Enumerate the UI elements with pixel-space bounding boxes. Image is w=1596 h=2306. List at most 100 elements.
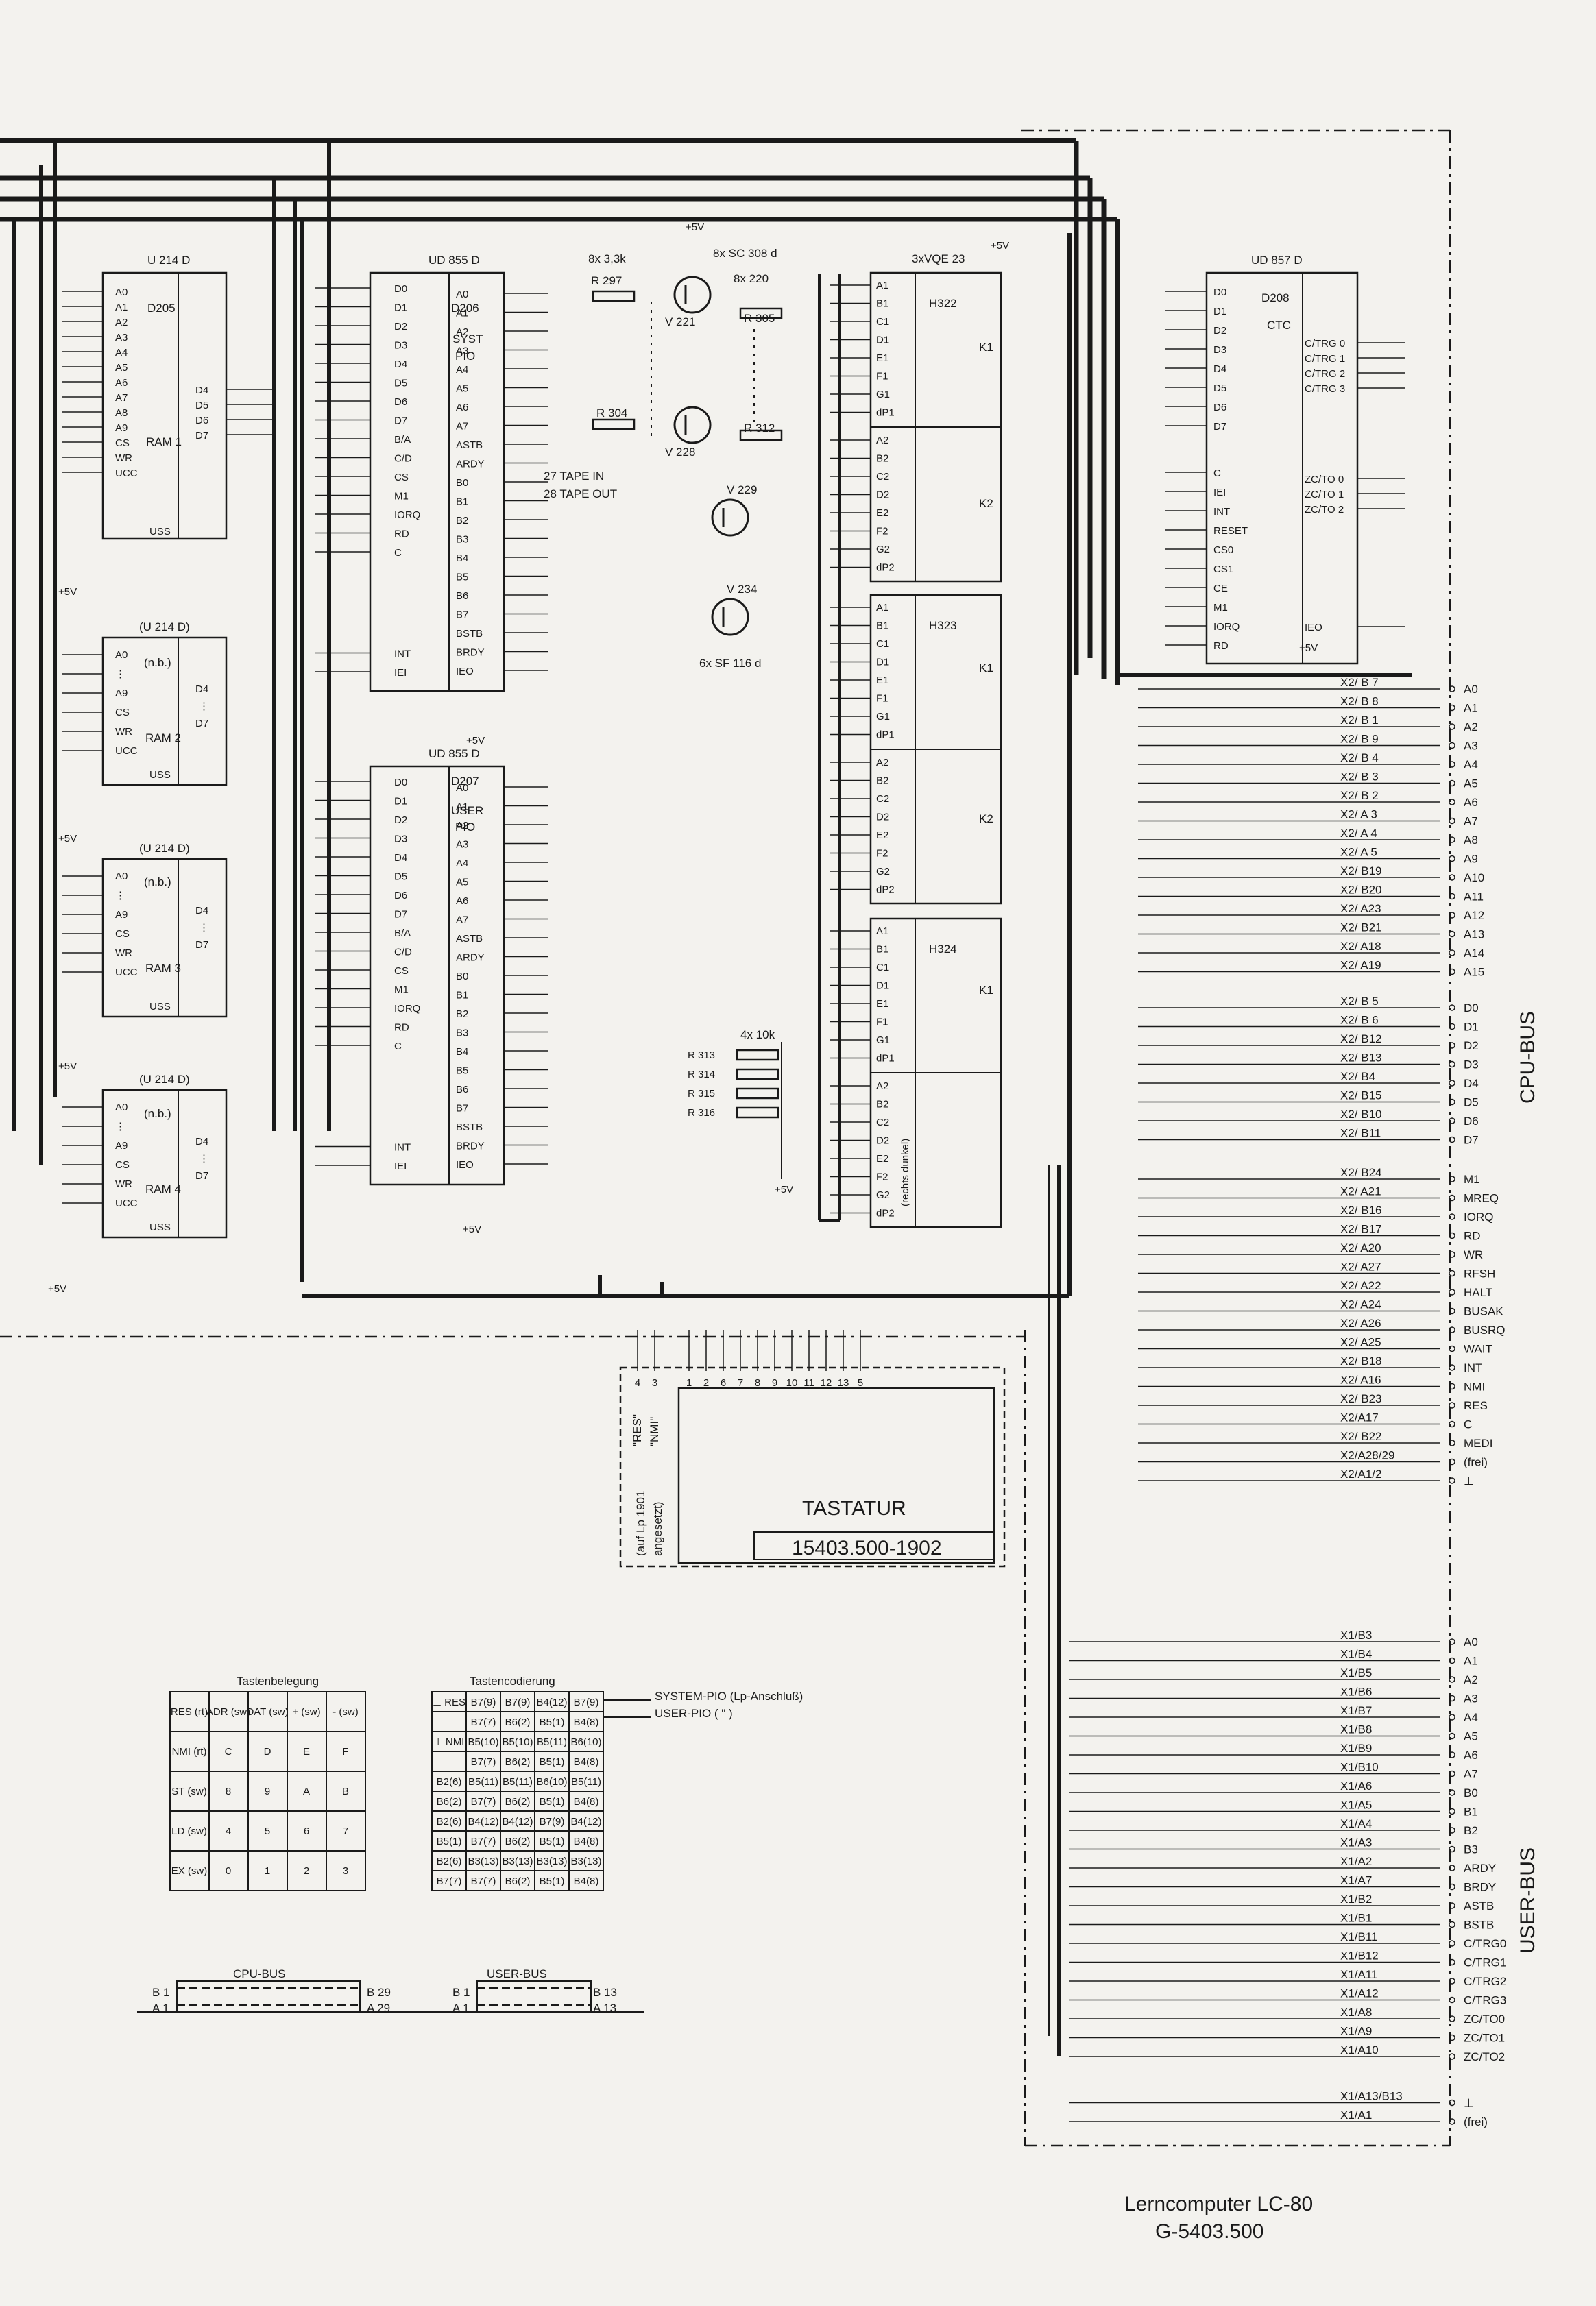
display-pin-B2: B2 — [876, 1099, 888, 1110]
code-legend1: SYSTEM-PIO (Lp-Anschluß) — [655, 1690, 803, 1703]
connector-cpu-l2: A 1 — [152, 2002, 169, 2015]
ram3-d4: D4 — [195, 905, 208, 917]
connector-pin — [1449, 1789, 1455, 1796]
code-table-text: B3(13) — [468, 1856, 498, 1867]
syspio-pin-B1: B1 — [456, 496, 468, 508]
connector-pin — [1449, 1751, 1455, 1758]
connector-pin — [1449, 893, 1455, 900]
v-group: 8x SC 308 d — [713, 247, 777, 260]
code-table-text: B2(6) — [437, 1856, 462, 1867]
key-table-text: RES (rt) — [171, 1706, 208, 1718]
display-unit-label: H322 — [929, 297, 957, 310]
userpio-pin-B6: B6 — [456, 1084, 468, 1095]
syspio-pin-D4: D4 — [394, 359, 407, 370]
user-bus-signal: ASTB — [1464, 1900, 1494, 1913]
cpu-bus-signal: A12 — [1464, 909, 1484, 922]
user-bus-xref: X1/B11 — [1340, 1930, 1378, 1943]
cpu-bus-xref: X2/ B11 — [1340, 1127, 1381, 1140]
cpu-bus-signal: MREQ — [1464, 1192, 1499, 1205]
r297-label: R 297 — [591, 274, 622, 287]
ctc-pin-D5: D5 — [1213, 383, 1226, 394]
code-table-text: B5(1) — [540, 1836, 565, 1847]
code-table-text: B6(2) — [505, 1876, 531, 1887]
code-table-text: B7(7) — [471, 1836, 496, 1847]
key-table-text: 9 — [265, 1786, 270, 1797]
ram1-pin-A2: A2 — [115, 317, 128, 328]
ctc-pin-C/TRG 3: C/TRG 3 — [1305, 383, 1345, 395]
cpu-bus-xref: X2/ A24 — [1340, 1298, 1381, 1311]
user-bus-xref: X1/A3 — [1340, 1836, 1372, 1849]
cpu-bus-xref: X2/ B20 — [1340, 884, 1382, 897]
syspio-pin-A3: A3 — [456, 345, 468, 357]
cpu-bus-signal: A11 — [1464, 890, 1484, 903]
labels: A0A1A2A3A4A5A6A7A8A9CSWRUCCD4D5D6D7USSA0… — [48, 221, 1506, 2128]
chip-bodies — [101, 271, 1359, 2013]
display-pin-B1: B1 — [876, 298, 888, 310]
display-pin-C1: C1 — [876, 316, 889, 328]
display-pin-dP2: dP2 — [876, 562, 895, 574]
user-bus-signal: ZC/TO0 — [1464, 2013, 1505, 2026]
display-pin-G2: G2 — [876, 866, 890, 877]
v229-label: V 229 — [727, 483, 757, 496]
display-pin-B1: B1 — [876, 944, 888, 956]
display-pin-G1: G1 — [876, 1034, 890, 1046]
ram4-ref: (n.b.) — [144, 1107, 171, 1120]
ctc-pin-ZC/TO 1: ZC/TO 1 — [1305, 489, 1344, 500]
cpu-bus-xref: X2/ B15 — [1340, 1089, 1382, 1102]
ram2-pin: WR — [115, 726, 132, 738]
user-bus-signal: ZC/TO2 — [1464, 2050, 1505, 2063]
code-table-text: B4(12) — [502, 1816, 533, 1828]
title-line1: Lerncomputer LC-80 — [1124, 2193, 1313, 2216]
syspio-pin-C/D: C/D — [394, 453, 412, 465]
key-table-text: D — [264, 1746, 271, 1758]
ctc-body — [1205, 271, 1359, 665]
user-bus-signal: B1 — [1464, 1806, 1478, 1819]
syspio-pin-B/A: B/A — [394, 434, 411, 446]
userpio-ref: D207 — [451, 775, 479, 788]
connector-pin — [1449, 2015, 1455, 2022]
code-table-cell — [431, 1751, 467, 1772]
userpio-pin-A1: A1 — [456, 801, 468, 813]
keyboard-pin-13: 13 — [838, 1377, 849, 1389]
connector-pin — [1449, 1364, 1455, 1371]
display-pin-dP1: dP1 — [876, 1053, 895, 1065]
user-bus-signal: A4 — [1464, 1711, 1478, 1724]
connector-pin — [1449, 1345, 1455, 1352]
keyboard-pin-12: 12 — [821, 1377, 832, 1389]
ram1-pin-D5: D5 — [195, 400, 208, 411]
connector-pin — [1449, 2099, 1455, 2107]
display-pin-F1: F1 — [876, 371, 888, 383]
syspio-pin-D2: D2 — [394, 321, 407, 332]
connector-pin — [1449, 1060, 1455, 1068]
user-bus-signal: C/TRG0 — [1464, 1937, 1506, 1950]
ctc-pin-IEI: IEI — [1213, 487, 1226, 498]
cpu-bus-signal: BUSAK — [1464, 1305, 1503, 1318]
v221-label: V 221 — [665, 315, 695, 328]
connector-pin — [1449, 1326, 1455, 1333]
key-table-text: 6 — [304, 1825, 309, 1837]
connector-pin — [1449, 779, 1455, 787]
vcc-label: +5V — [48, 1283, 66, 1295]
connector-user-r1: B 13 — [593, 1986, 617, 1999]
cpu-bus-xref: X2/ B10 — [1340, 1108, 1382, 1121]
resistor-symbol — [739, 429, 783, 441]
ram4-pin: CS — [115, 1159, 130, 1171]
connector-pin — [1449, 1827, 1455, 1834]
syspio-pin-B2: B2 — [456, 515, 468, 526]
keyboard-pin-1: 1 — [686, 1377, 692, 1389]
key-table-text: 1 — [265, 1865, 270, 1877]
connector-pin — [1449, 1042, 1455, 1049]
code-table-text: B6(2) — [505, 1836, 531, 1847]
key-table-text: + (sw) — [292, 1706, 320, 1718]
user-bus-xref: X1/B1 — [1340, 1912, 1372, 1925]
r305-group: 8x 220 — [734, 272, 769, 285]
keyboard-pin-11: 11 — [803, 1377, 814, 1389]
userpio-pin-M1: M1 — [394, 984, 409, 996]
ram3-pin: UCC — [115, 967, 138, 978]
code-table-text: B5(1) — [540, 1756, 565, 1768]
cpu-bus-xref: X2/A28/29 — [1340, 1449, 1394, 1462]
user-bus-xref: X1/B2 — [1340, 1893, 1372, 1906]
key-table-text: 4 — [226, 1825, 231, 1837]
display-H324 — [869, 917, 1002, 1228]
syspio-pin-D6: D6 — [394, 396, 407, 408]
